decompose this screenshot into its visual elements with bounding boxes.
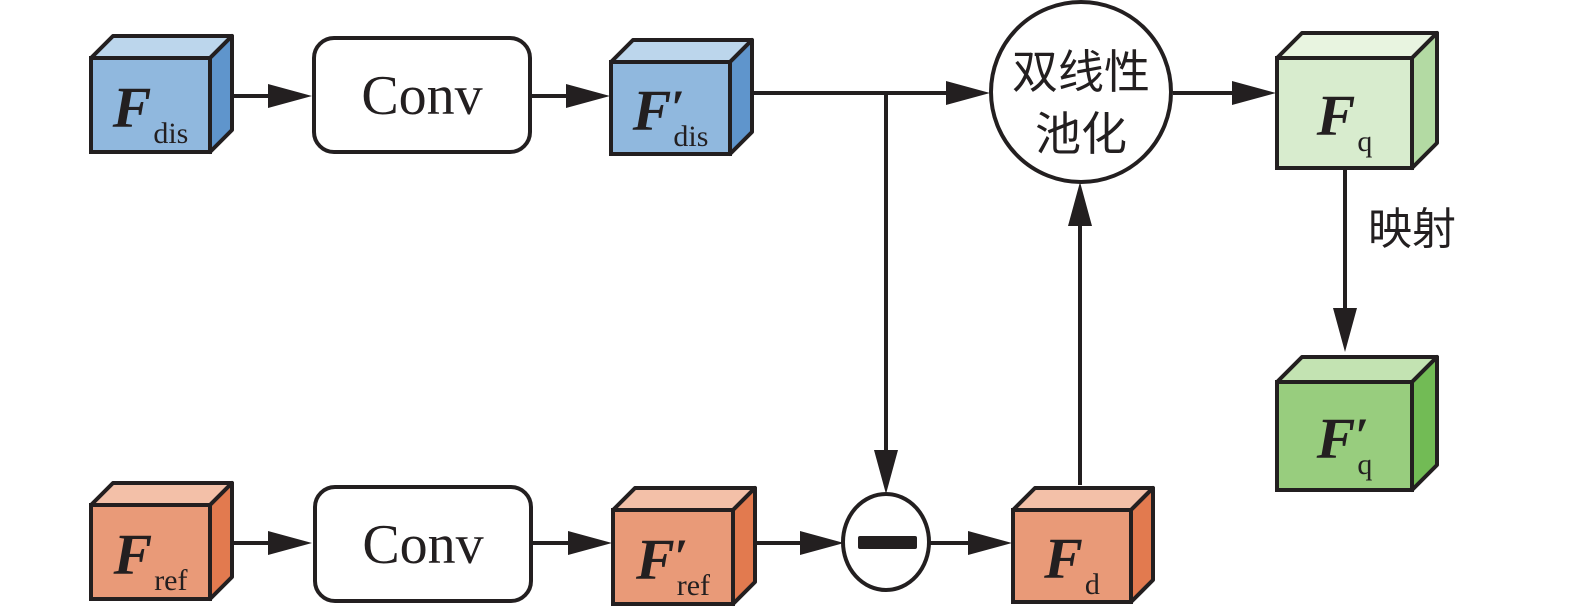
- cube-label-prime: ′: [671, 79, 685, 135]
- cube-label-prime: ′: [1355, 407, 1369, 463]
- arrowhead-icon: [968, 531, 1012, 555]
- cube-label: F′ref: [635, 527, 710, 602]
- cube-front-face: [89, 503, 212, 601]
- cube-side-face: [1410, 355, 1439, 492]
- cube-side-face: [208, 481, 234, 601]
- subtract-operator: [841, 492, 931, 592]
- cube-label-main: F: [112, 75, 152, 140]
- arrowhead-icon: [1232, 81, 1276, 105]
- arrowhead-icon: [566, 84, 610, 108]
- bilinear-pooling-label-line2: 池化: [1035, 107, 1127, 161]
- cube-label: F′dis: [632, 78, 709, 153]
- cube-side-face: [728, 38, 754, 156]
- feature-cube-f-ref: Fref: [89, 481, 234, 601]
- conv-block-bottom: Conv: [313, 485, 533, 603]
- bilinear-pooling-label-line1: 双线性: [1012, 45, 1150, 99]
- cube-front-face: [1275, 380, 1414, 492]
- cube-label-subscript: ref: [154, 564, 187, 597]
- cube-front-face: [611, 508, 735, 606]
- cube-label-subscript: d: [1085, 568, 1100, 601]
- bilinear-pooling-node: 双线性 池化: [989, 0, 1173, 184]
- minus-icon: [858, 536, 917, 549]
- cube-label: Fd: [1043, 526, 1100, 601]
- conv-top-label: Conv: [361, 65, 482, 127]
- cube-label: F′q: [1316, 406, 1373, 481]
- edges: [233, 81, 1357, 555]
- cube-label-main: F: [1316, 83, 1356, 148]
- arrowhead-icon: [1333, 308, 1357, 352]
- arrowhead-icon: [268, 84, 312, 108]
- feature-cube-f-dis-prime: F′dis: [609, 38, 754, 156]
- cube-label-subscript: dis: [673, 120, 708, 153]
- feature-cube-f-dis: Fdis: [89, 34, 234, 154]
- cube-label-subscript: q: [1357, 125, 1372, 158]
- cube-side-face: [1410, 31, 1439, 170]
- cube-label-prime: ′: [675, 528, 689, 584]
- arrowhead-icon: [946, 81, 990, 105]
- feature-cube-f-ref-prime: F′ref: [611, 486, 757, 606]
- conv-bottom-label: Conv: [362, 514, 483, 576]
- arrowhead-icon: [268, 531, 312, 555]
- cube-label: Fdis: [112, 75, 189, 150]
- cube-label-main: F: [113, 522, 153, 587]
- cube-label: Fq: [1316, 83, 1373, 158]
- arrowhead-icon: [568, 531, 612, 555]
- cube-side-face: [731, 486, 757, 606]
- conv-block-top: Conv: [312, 36, 532, 154]
- arrowhead-icon: [1068, 182, 1092, 226]
- cube-front-face: [609, 60, 732, 156]
- cube-front-face: [1275, 56, 1414, 170]
- cube-label-main: F: [635, 527, 675, 592]
- cube-label-subscript: dis: [153, 117, 188, 150]
- arrowhead-icon: [874, 450, 898, 494]
- feature-cube-f-d: Fd: [1011, 486, 1155, 604]
- cube-front-face: [89, 56, 212, 154]
- feature-cube-f-q-prime: F′q: [1275, 355, 1439, 492]
- cube-label-subscript: q: [1357, 448, 1372, 481]
- cube-label-subscript: ref: [677, 569, 710, 602]
- cube-side-face: [1129, 486, 1155, 604]
- mapping-label: 映射: [1368, 204, 1456, 255]
- cube-front-face: [1011, 508, 1133, 604]
- cube-side-face: [208, 34, 234, 154]
- cube-label-main: F: [632, 78, 672, 143]
- arrowhead-icon: [800, 531, 844, 555]
- cube-label-main: F: [1316, 406, 1356, 471]
- cube-label-main: F: [1043, 526, 1083, 591]
- feature-cube-f-q: Fq: [1275, 31, 1439, 170]
- cube-label: Fref: [113, 522, 188, 597]
